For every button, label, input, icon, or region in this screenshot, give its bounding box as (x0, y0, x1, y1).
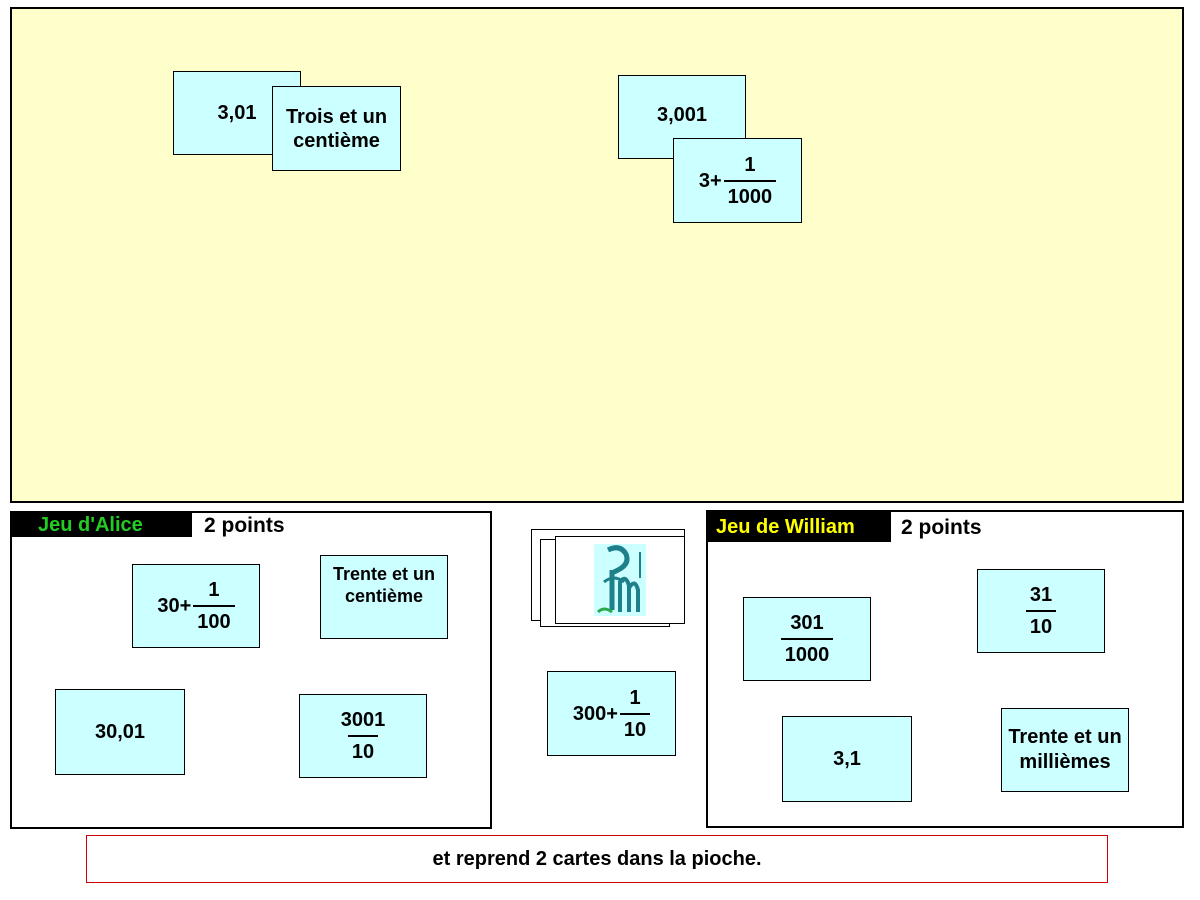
denominator: 10 (347, 735, 379, 764)
card-text: 3,01 (217, 102, 257, 124)
card-300-plus-1-over-10[interactable]: 300+ 1 10 (547, 671, 676, 756)
whole-part: 30+ (157, 595, 192, 617)
whole-part: 3+ (698, 169, 722, 192)
william-points: 2 points (901, 516, 982, 539)
card-3-plus-1-over-1000[interactable]: 3+ 1 1000 (673, 138, 802, 223)
denominator: 100 (193, 605, 235, 634)
denominator: 1000 (723, 179, 777, 209)
card-text: Trente et un centième (332, 564, 435, 606)
numerator: 1 (208, 579, 220, 601)
fraction: 1 100 (193, 578, 235, 634)
fraction: 1 1000 (723, 153, 777, 209)
numerator: 31 (1029, 584, 1053, 606)
apmep-logo-icon (594, 544, 646, 616)
fraction: 31 10 (1025, 583, 1057, 639)
numerator: 301 (790, 612, 824, 634)
card-3001-over-10[interactable]: 3001 10 (299, 694, 427, 778)
fraction: 301 1000 (780, 611, 834, 667)
william-title: Jeu de William (708, 512, 891, 542)
card-30-01[interactable]: 30,01 (55, 689, 185, 775)
mixed-number: 300+ 1 10 (572, 686, 651, 742)
denominator: 10 (619, 712, 651, 742)
game-message: et reprend 2 cartes dans la pioche. (86, 835, 1108, 883)
message-text: et reprend 2 cartes dans la pioche. (432, 847, 762, 870)
william-title-text: Jeu de William (716, 516, 855, 538)
card-text: Trois et un centième (285, 105, 388, 152)
denominator: 10 (1025, 610, 1057, 639)
alice-hand-panel: Jeu d'Alice 2 points 30+ 1 100 Trente et… (10, 511, 492, 829)
card-text: 3,1 (833, 748, 861, 770)
fraction: 1 10 (619, 686, 651, 742)
whole-part: 300+ (572, 702, 618, 725)
card-3-1[interactable]: 3,1 (782, 716, 912, 802)
draw-pile[interactable] (555, 536, 685, 624)
alice-points: 2 points (204, 514, 285, 537)
card-31-over-10[interactable]: 31 10 (977, 569, 1105, 653)
card-text: 3,001 (656, 104, 708, 126)
game-board: 3,01 Trois et un centième 3,001 3+ 1 100… (10, 7, 1184, 503)
numerator: 1 (744, 153, 756, 176)
william-hand-panel: Jeu de William 2 points 301 1000 31 10 3… (706, 510, 1184, 828)
card-trente-et-un-milliemes[interactable]: Trente et un millièmes (1001, 708, 1129, 792)
numerator: 1 (629, 686, 641, 709)
alice-title: Jeu d'Alice (12, 513, 192, 537)
numerator: 3001 (340, 709, 386, 731)
card-text: Trente et un millièmes (1008, 726, 1122, 773)
alice-title-text: Jeu d'Alice (38, 514, 143, 536)
fraction: 3001 10 (337, 708, 390, 764)
card-trois-et-un-centieme[interactable]: Trois et un centième (272, 86, 401, 171)
mixed-number: 30+ 1 100 (157, 578, 235, 634)
card-trente-et-un-centieme[interactable]: Trente et un centième (320, 555, 448, 639)
mixed-number: 3+ 1 1000 (698, 153, 777, 209)
card-30-plus-1-over-100[interactable]: 30+ 1 100 (132, 564, 260, 648)
denominator: 1000 (780, 638, 834, 667)
card-301-over-1000[interactable]: 301 1000 (743, 597, 871, 681)
card-text: 30,01 (94, 721, 146, 743)
